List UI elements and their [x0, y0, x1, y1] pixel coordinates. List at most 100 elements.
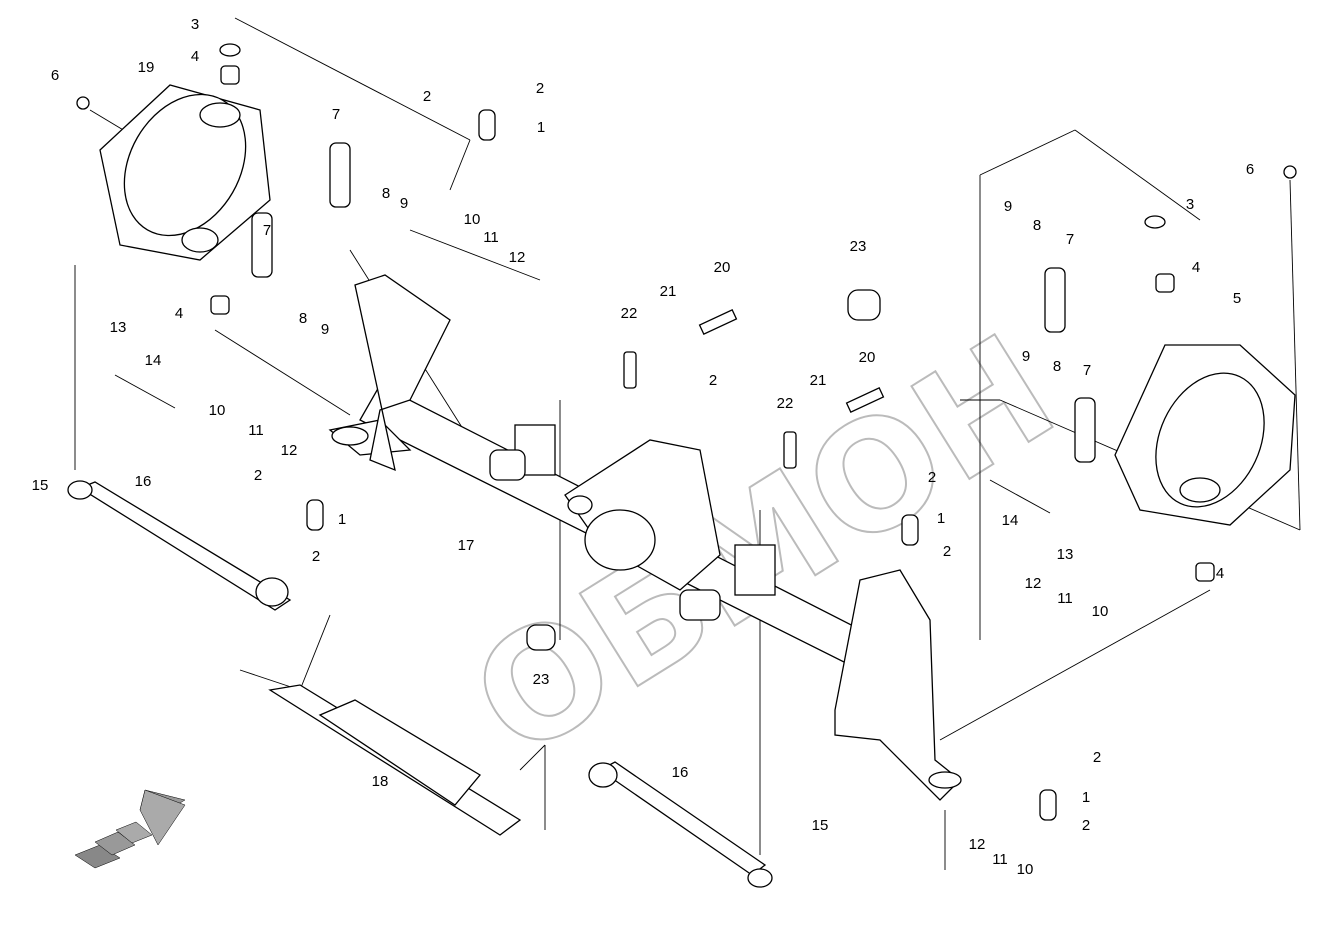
callout-4: 4: [191, 48, 199, 65]
right-steering-arm: [834, 569, 961, 801]
bushing-23-bottom: [526, 624, 556, 651]
rear-pivot-block: [734, 544, 776, 596]
spacer-4: [1155, 273, 1175, 293]
right-kingpin-boss: [928, 771, 962, 789]
leader-line: [409, 229, 541, 281]
callout-2: 2: [423, 88, 431, 105]
callout-8: 8: [299, 310, 307, 327]
leader-line: [234, 17, 471, 141]
kingpin-1: [306, 499, 324, 531]
callout-16: 16: [135, 473, 152, 490]
callout-8: 8: [1053, 358, 1061, 375]
callout-19: 19: [138, 59, 155, 76]
pivot-bore: [567, 495, 593, 515]
leader-line: [939, 589, 1211, 741]
callout-20: 20: [859, 349, 876, 366]
callout-22: 22: [621, 305, 638, 322]
shim-plate-7: [329, 142, 351, 208]
right-hub-bottom-boss: [1179, 477, 1221, 503]
callout-9: 9: [321, 321, 329, 338]
callout-5: 5: [1233, 290, 1241, 307]
callout-9: 9: [1022, 348, 1030, 365]
callout-4: 4: [1192, 259, 1200, 276]
bolt-14: [114, 374, 176, 409]
callout-7: 7: [1066, 231, 1074, 248]
pivot-pin-rear: [679, 589, 721, 621]
tie-rod-joint-left: [255, 577, 289, 607]
callout-4: 4: [175, 305, 183, 322]
callout-1: 1: [338, 511, 346, 528]
spacer-4: [1195, 562, 1215, 582]
callout-11: 11: [248, 422, 264, 439]
callout-11: 11: [1057, 590, 1073, 607]
callout-15: 15: [812, 817, 829, 834]
left-hub-opening: [123, 93, 247, 237]
leader-line: [299, 614, 331, 691]
callout-1: 1: [537, 119, 545, 136]
tie-rod-end-right: [747, 868, 773, 888]
callout-13: 13: [1057, 546, 1074, 563]
bolt-20: [698, 308, 738, 336]
bolt-20: [845, 386, 885, 414]
callout-23: 23: [850, 238, 867, 255]
kingpin-1: [901, 514, 919, 546]
washer-3: [219, 43, 241, 57]
leader-line: [979, 129, 1076, 176]
clip-22: [623, 351, 637, 389]
callout-10: 10: [209, 402, 226, 419]
left-hub-bottom-boss: [181, 227, 219, 253]
callout-8: 8: [382, 185, 390, 202]
grease-fitting-6: [76, 96, 90, 110]
callout-10: 10: [1092, 603, 1109, 620]
callout-20: 20: [714, 259, 731, 276]
washer-3: [1144, 215, 1166, 229]
callout-17: 17: [458, 537, 475, 554]
right-hub-opening: [1155, 372, 1265, 508]
callout-21: 21: [810, 372, 827, 389]
callout-2: 2: [1093, 749, 1101, 766]
callout-8: 8: [1033, 217, 1041, 234]
callout-10: 10: [1017, 861, 1034, 878]
spacer-4: [210, 295, 230, 315]
bushing-23-top: [847, 289, 881, 321]
spacer-4: [220, 65, 240, 85]
leader-line: [449, 139, 471, 191]
kingpin-1: [478, 109, 496, 141]
callout-2: 2: [928, 469, 936, 486]
left-hub-top-boss: [199, 102, 241, 128]
callout-6: 6: [1246, 161, 1254, 178]
callout-2: 2: [536, 80, 544, 97]
callout-12: 12: [969, 836, 986, 853]
callout-2: 2: [709, 372, 717, 389]
callout-14: 14: [1002, 512, 1019, 529]
shim-plate-7: [251, 212, 273, 278]
callout-9: 9: [1004, 198, 1012, 215]
shim-plate-7: [1044, 267, 1066, 333]
shim-plate-7: [1074, 397, 1096, 463]
callout-10: 10: [464, 211, 481, 228]
tie-rod-end-left: [67, 480, 93, 500]
callout-22: 22: [777, 395, 794, 412]
pivot-pin-front: [489, 449, 526, 481]
left-kingpin-boss: [331, 426, 369, 446]
tie-rod-left: [78, 481, 292, 611]
grease-fitting-6: [1283, 165, 1297, 179]
clip-22: [783, 431, 797, 469]
callout-1: 1: [937, 510, 945, 527]
leader-line: [519, 744, 546, 771]
callout-12: 12: [1025, 575, 1042, 592]
callout-7: 7: [263, 222, 271, 239]
callout-7: 7: [1083, 362, 1091, 379]
callout-11: 11: [992, 851, 1008, 868]
callout-2: 2: [943, 543, 951, 560]
pivot-disc: [584, 509, 656, 571]
callout-2: 2: [1082, 817, 1090, 834]
callout-4: 4: [1216, 565, 1224, 582]
callout-14: 14: [145, 352, 162, 369]
callout-1: 1: [1082, 789, 1090, 806]
callout-18: 18: [372, 773, 389, 790]
parts: [67, 43, 1297, 888]
